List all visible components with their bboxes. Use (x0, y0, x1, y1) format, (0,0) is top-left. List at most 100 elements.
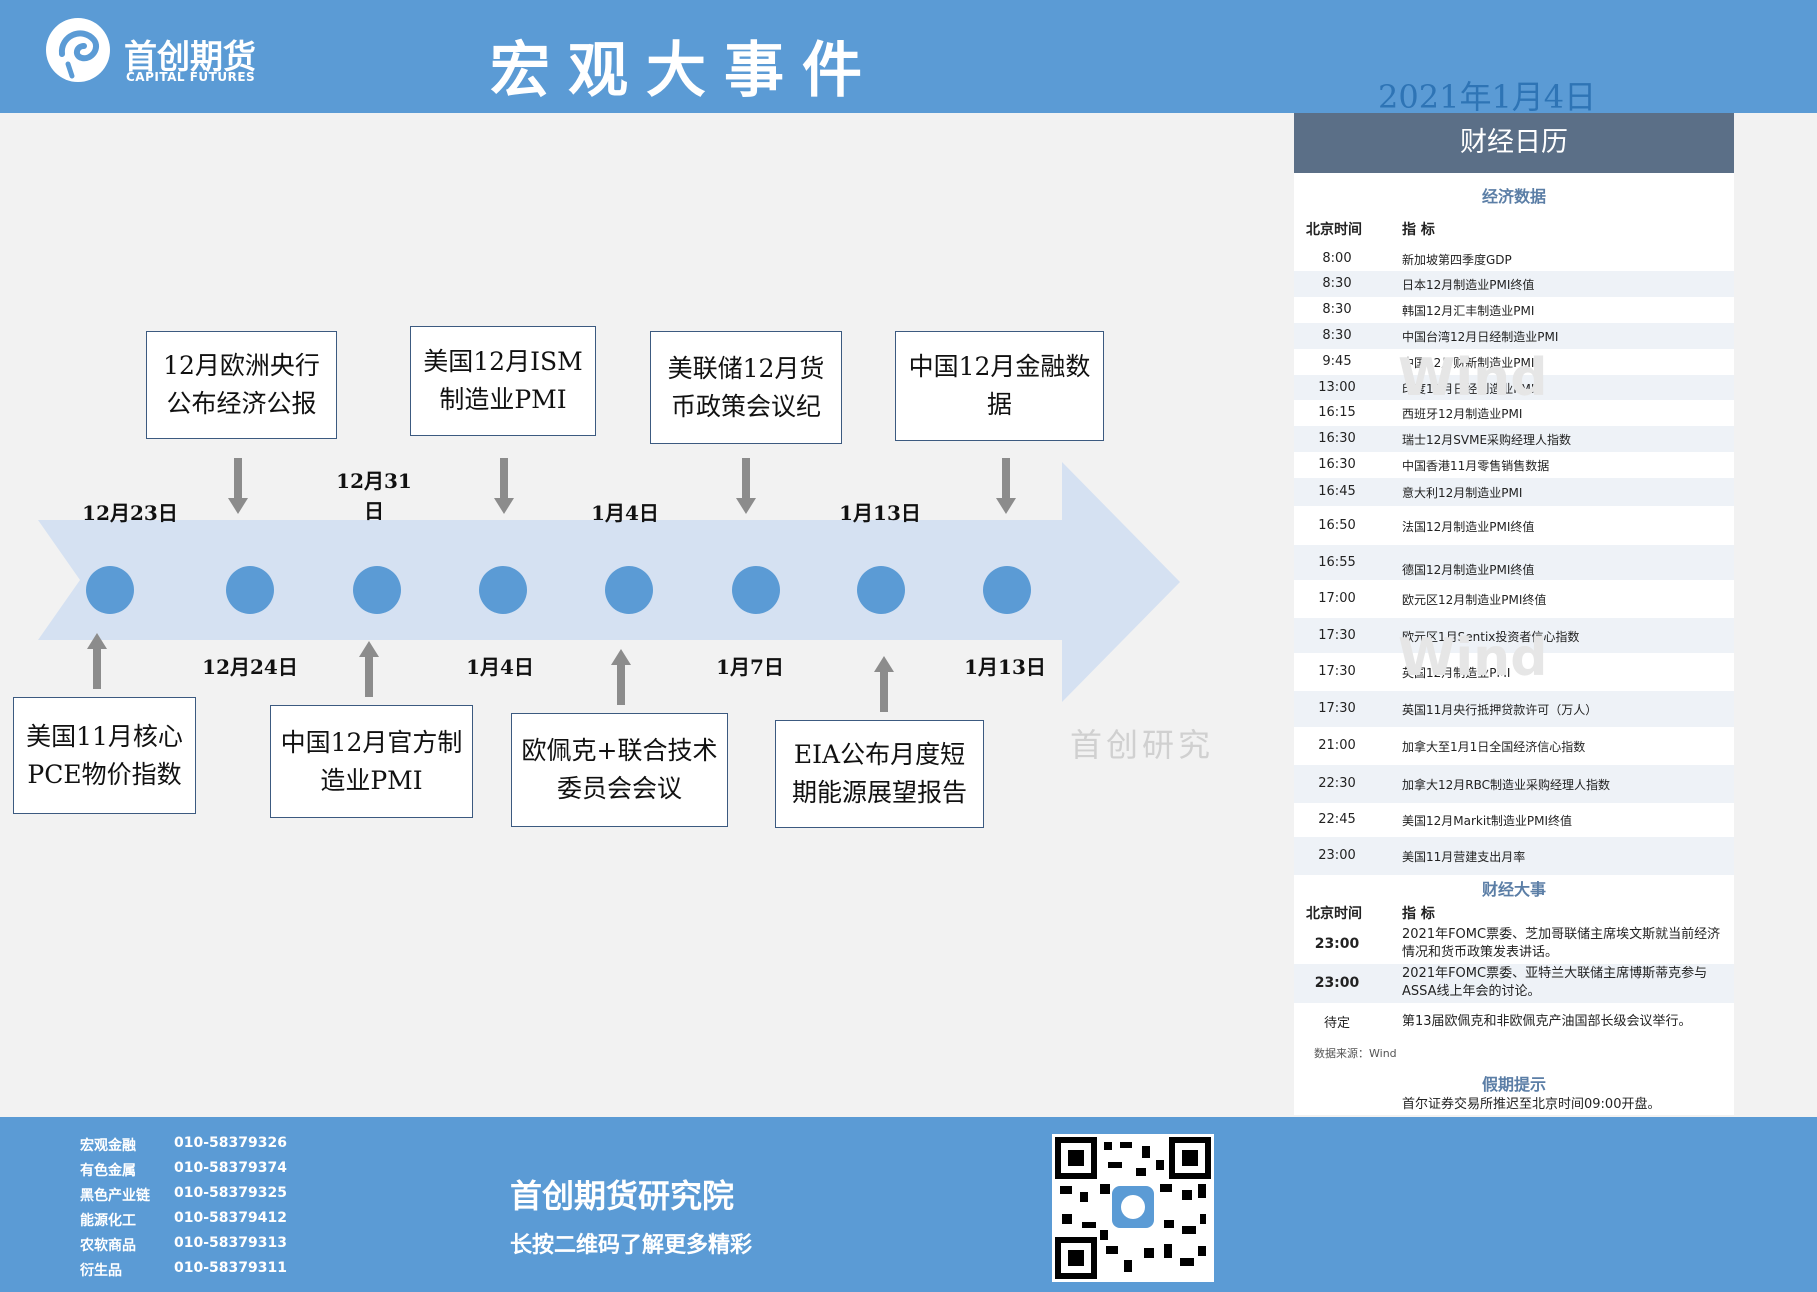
table-row: 17:00 欧元区12月制造业PMI终值 (1294, 580, 1734, 618)
row-time: 待定 (1323, 1015, 1350, 1031)
table-row: 23:00 2021年FOMC票委、芝加哥联储主席埃文斯就当前经济情况和货币政策发… (1294, 925, 1734, 964)
row-time: 8:30 (1322, 276, 1352, 291)
row-time: 23:00 (1314, 974, 1360, 991)
event-box: 美国11月核心PCE物价指数 (13, 697, 196, 814)
col-time-header: 北京时间 (1306, 222, 1362, 238)
data-source: 数据来源：Wind (1314, 1047, 1397, 1060)
row-time: 16:55 (1318, 554, 1356, 570)
event-date: 12月24日 (202, 655, 298, 679)
contact-dept: 能源化工 (80, 1213, 136, 1229)
col-time-header: 北京时间 (1306, 906, 1362, 922)
row-indicator: 瑞士12月SVME采购经理人指数 (1402, 433, 1572, 447)
event-box: EIA公布月度短期能源展望报告 (775, 720, 984, 828)
row-indicator: 美国11月营建支出月率 (1402, 850, 1526, 864)
timeline-node (226, 566, 274, 614)
contact-phone[interactable]: 010-58379313 (174, 1235, 287, 1251)
contact-phone[interactable]: 010-58379374 (174, 1160, 287, 1176)
row-indicator: 中国香港11月零售销售数据 (1402, 459, 1550, 473)
contact-dept: 宏观金融 (80, 1138, 136, 1154)
contact-dept: 有色金属 (80, 1163, 136, 1179)
table-row: 9:45 中国12月财新制造业PMI (1294, 349, 1734, 375)
row-time: 17:30 (1318, 701, 1356, 716)
watermark-text: 首创研究 (1070, 726, 1215, 764)
logo-subtext: CAPITAL FUTURES (126, 70, 256, 84)
timeline-node (857, 566, 905, 614)
contact-dept: 农软商品 (80, 1238, 136, 1254)
wind-watermark: Wind (1398, 348, 1548, 408)
event-box: 12月欧洲央行公布经济公报 (146, 331, 337, 439)
row-time: 21:00 (1318, 738, 1356, 753)
event-box: 中国12月金融数据 (895, 331, 1104, 441)
row-indicator: 西班牙12月制造业PMI (1402, 407, 1523, 421)
event-date: 1月13日 (964, 655, 1046, 679)
timeline-node (983, 566, 1031, 614)
econ-section-title: 经济数据 (1481, 187, 1546, 206)
row-time: 8:30 (1322, 302, 1352, 317)
row-time: 9:45 (1322, 354, 1352, 369)
row-time: 17:30 (1318, 664, 1356, 679)
row-time: 17:00 (1318, 591, 1356, 606)
table-row: 16:15 西班牙12月制造业PMI (1294, 400, 1734, 426)
header-bar: 首创期货 CAPITAL FUTURES 宏观大事件 (0, 0, 1817, 113)
event-box: 美联储12月货币政策会议纪 (650, 331, 842, 444)
arrow-down-icon (736, 458, 756, 514)
report-date: 2021年1月4日 (1378, 78, 1597, 116)
contact-phone[interactable]: 010-58379326 (174, 1135, 287, 1151)
contact-phone[interactable]: 010-58379325 (174, 1185, 287, 1201)
table-row: 21:00 加拿大至1月1日全国经济信心指数 (1294, 727, 1734, 765)
event-section-title: 财经大事 (1481, 880, 1546, 899)
row-indicator: 印度12月日经制造业PMI (1402, 381, 1535, 396)
row-time: 16:15 (1318, 405, 1356, 420)
col-indicator-header: 指 标 (1402, 222, 1435, 238)
row-time: 16:30 (1318, 431, 1356, 446)
event-date: 1月7日 (716, 655, 784, 679)
row-indicator: 新加坡第四季度GDP (1402, 252, 1512, 267)
page-title: 宏观大事件 (490, 36, 880, 106)
contact-phone[interactable]: 010-58379311 (174, 1260, 287, 1276)
event-box: 欧佩克+联合技术委员会会议 (511, 713, 728, 827)
event-date: 12月23日 (82, 501, 178, 525)
contact-dept: 黑色产业链 (80, 1188, 150, 1204)
arrow-up-icon (359, 641, 379, 697)
row-time: 16:45 (1318, 484, 1356, 499)
contact-item: 能源化工 010-58379412 (80, 1210, 287, 1230)
contact-phone[interactable]: 010-58379412 (174, 1210, 287, 1226)
event-date: 12月31日 (336, 469, 412, 523)
qr-code-icon[interactable] (1052, 1134, 1214, 1282)
wind-watermark: Wind (1398, 628, 1548, 688)
row-time: 23:00 (1314, 935, 1360, 952)
calendar-title: 财经日历 (1294, 113, 1734, 173)
row-indicator: 中国12月财新制造业PMI (1402, 356, 1535, 370)
row-indicator: 欧元区12月制造业PMI终值 (1402, 593, 1547, 607)
footer-title: 首创期货研究院 (510, 1177, 735, 1215)
arrow-down-icon (228, 458, 248, 514)
table-row: 17:30 英国11月央行抵押贷款许可（万人） (1294, 691, 1734, 727)
row-indicator: 加拿大12月RBC制造业采购经理人指数 (1402, 778, 1611, 792)
table-row: 16:30 瑞士12月SVME采购经理人指数 (1294, 426, 1734, 452)
footer-bar: 宏观金融 010-58379326 有色金属 010-58379374 黑色产业链 010… (0, 1117, 1817, 1292)
row-event: 2021年FOMC票委、芝加哥联储主席埃文斯就当前经济情况和货币政策发表讲话。 (1402, 927, 1721, 960)
row-time: 17:30 (1318, 627, 1356, 643)
arrow-down-icon (494, 458, 514, 514)
holiday-section-title: 假期提示 (1481, 1075, 1546, 1094)
arrow-up-icon (874, 656, 894, 712)
table-row: 8:30 日本12月制造业PMI终值 (1294, 271, 1734, 297)
contact-item: 农软商品 010-58379313 (80, 1235, 287, 1255)
row-indicator: 日本12月制造业PMI终值 (1402, 278, 1535, 292)
row-indicator: 英国11月央行抵押贷款许可（万人） (1402, 703, 1598, 717)
row-indicator: 加拿大至1月1日全国经济信心指数 (1402, 740, 1586, 754)
